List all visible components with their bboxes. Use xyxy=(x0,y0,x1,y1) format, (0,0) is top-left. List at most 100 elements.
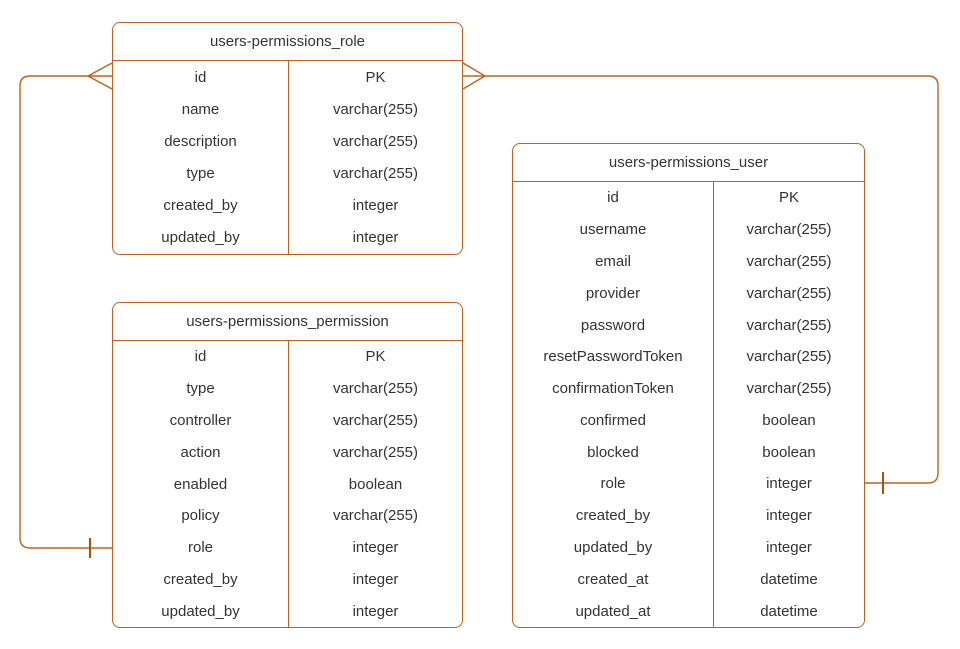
field-row: resetPasswordToken varchar(255) xyxy=(513,340,864,373)
field-type: varchar(255) xyxy=(332,100,419,118)
field-type: integer xyxy=(352,229,399,247)
field-name: type xyxy=(113,157,289,190)
field-name: blocked xyxy=(513,436,714,469)
field-type: PK xyxy=(365,348,386,366)
field-type: integer xyxy=(766,538,812,556)
field-name: action xyxy=(113,436,289,469)
relationship-line[interactable] xyxy=(19,75,112,549)
field-type: datetime xyxy=(760,602,818,620)
field-row: action varchar(255) xyxy=(113,436,462,469)
field-type: PK xyxy=(778,189,799,207)
field-name: email xyxy=(513,245,714,278)
field-type: integer xyxy=(766,475,812,493)
field-type: varchar(255) xyxy=(746,221,832,239)
field-name: id xyxy=(513,182,714,214)
field-row: confirmed boolean xyxy=(513,404,864,437)
field-name: password xyxy=(513,309,714,341)
field-row: blocked boolean xyxy=(513,436,864,469)
field-row: password varchar(255) xyxy=(513,309,864,341)
field-row: description varchar(255) xyxy=(113,125,462,158)
field-row: created_by integer xyxy=(513,499,864,532)
field-name: created_by xyxy=(113,189,289,222)
field-name: id xyxy=(113,341,289,373)
field-name: updated_by xyxy=(113,595,289,628)
field-type: integer xyxy=(352,570,399,588)
entity-title: users-permissions_role xyxy=(113,23,462,61)
field-row: created_at datetime xyxy=(513,563,864,596)
field-name: created_by xyxy=(113,563,289,596)
field-row: id PK xyxy=(113,341,462,373)
field-type: varchar(255) xyxy=(746,380,832,398)
field-name: role xyxy=(113,531,289,564)
field-row: updated_by integer xyxy=(513,531,864,564)
field-name: confirmed xyxy=(513,404,714,437)
field-type: varchar(255) xyxy=(332,380,419,398)
field-row: role integer xyxy=(113,531,462,564)
crows-foot-many-icon xyxy=(462,62,486,90)
field-name: type xyxy=(113,372,289,405)
field-row: role integer xyxy=(513,468,864,500)
field-type: varchar(255) xyxy=(332,132,419,150)
entity-title: users-permissions_user xyxy=(513,144,864,182)
field-row: id PK xyxy=(113,61,462,94)
field-type: varchar(255) xyxy=(746,316,832,334)
field-type: PK xyxy=(365,68,386,86)
field-type: varchar(255) xyxy=(746,348,832,366)
field-type: integer xyxy=(352,602,399,620)
field-name: created_by xyxy=(513,499,714,532)
field-type: varchar(255) xyxy=(746,284,832,302)
field-name: policy xyxy=(113,499,289,532)
field-row: name varchar(255) xyxy=(113,93,462,126)
field-name: created_at xyxy=(513,563,714,596)
field-row: type varchar(255) xyxy=(113,157,462,190)
entity-title: users-permissions_permission xyxy=(113,303,462,341)
field-row: email varchar(255) xyxy=(513,245,864,278)
field-row: policy varchar(255) xyxy=(113,499,462,532)
field-type: varchar(255) xyxy=(332,165,419,183)
relationship-role-permission[interactable] xyxy=(19,62,113,558)
field-type: boolean xyxy=(762,411,816,429)
field-type: integer xyxy=(352,539,399,557)
field-row: updated_by integer xyxy=(113,595,462,628)
field-name: provider xyxy=(513,277,714,310)
crows-foot-many-icon xyxy=(87,62,113,90)
field-name: confirmationToken xyxy=(513,372,714,405)
field-name: enabled xyxy=(113,468,289,500)
field-type: datetime xyxy=(760,570,818,588)
field-name: updated_by xyxy=(113,221,289,255)
entity-users-permissions-permission[interactable]: users-permissions_permission id PK type … xyxy=(112,302,463,628)
field-type: varchar(255) xyxy=(746,252,832,270)
entity-users-permissions-role[interactable]: users-permissions_role id PK name varcha… xyxy=(112,22,463,255)
field-row: type varchar(255) xyxy=(113,372,462,405)
field-name: resetPasswordToken xyxy=(513,340,714,373)
field-row: confirmationToken varchar(255) xyxy=(513,372,864,405)
field-name: role xyxy=(513,468,714,500)
field-row: created_by integer xyxy=(113,189,462,222)
field-name: id xyxy=(113,61,289,94)
field-name: controller xyxy=(113,404,289,437)
relationship-role-user[interactable] xyxy=(462,62,939,494)
field-name: updated_at xyxy=(513,595,714,627)
field-rows: id PK name varchar(255) description varc… xyxy=(113,61,462,255)
field-row: id PK xyxy=(513,182,864,214)
entity-users-permissions-user[interactable]: users-permissions_user id PK username va… xyxy=(512,143,865,628)
field-type: varchar(255) xyxy=(332,443,419,461)
field-type: integer xyxy=(352,197,399,215)
field-row: enabled boolean xyxy=(113,468,462,500)
field-type: boolean xyxy=(348,475,403,493)
field-row: username varchar(255) xyxy=(513,213,864,246)
field-row: controller varchar(255) xyxy=(113,404,462,437)
field-rows: id PK username varchar(255) email varcha… xyxy=(513,182,864,627)
field-row: updated_by integer xyxy=(113,221,462,255)
field-name: description xyxy=(113,125,289,158)
field-row: provider varchar(255) xyxy=(513,277,864,310)
relationship-line[interactable] xyxy=(485,75,939,484)
field-type: varchar(255) xyxy=(332,507,419,525)
field-row: created_by integer xyxy=(113,563,462,596)
field-type: integer xyxy=(766,507,812,525)
field-rows: id PK type varchar(255) controller varch… xyxy=(113,341,462,628)
field-type: boolean xyxy=(762,443,816,461)
field-row: updated_at datetime xyxy=(513,595,864,627)
field-type: varchar(255) xyxy=(332,411,419,429)
